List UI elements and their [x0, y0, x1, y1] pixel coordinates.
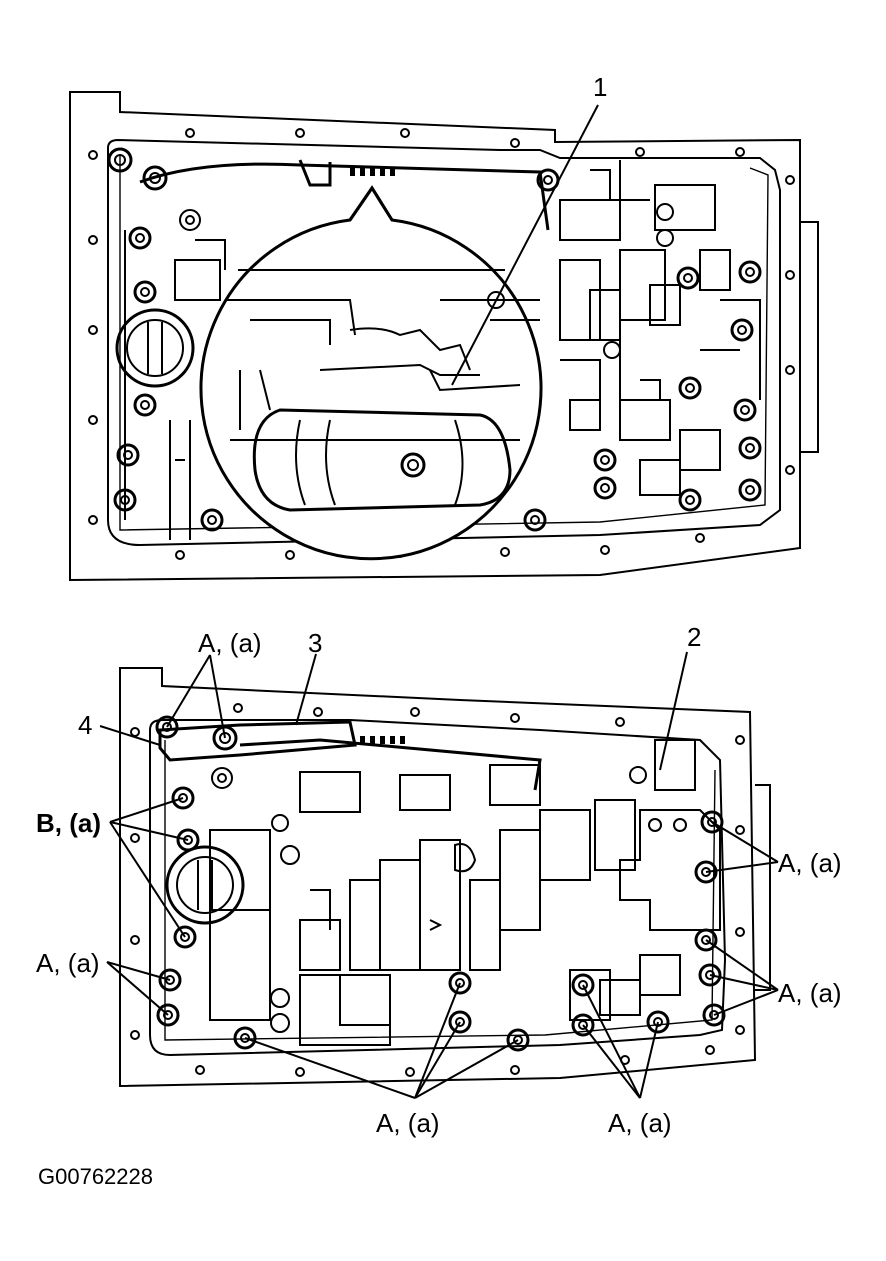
- bottom-harness: [239, 738, 542, 791]
- top-detail-callout: [199, 185, 543, 561]
- top-harness-clips: [350, 168, 395, 176]
- bolt-label-right-upper: A, (a): [778, 848, 842, 878]
- top-case-outline: [69, 91, 801, 582]
- callout-3: 3: [308, 628, 323, 658]
- bottom-left-ring: [165, 845, 245, 925]
- leader-2: [659, 651, 688, 771]
- top-valve-body: [107, 138, 781, 547]
- callout-1: 1: [593, 72, 608, 102]
- bolt-label-bottom-right: A, (a): [608, 1108, 672, 1138]
- callout-2: 2: [687, 622, 702, 652]
- bolt-label-right-lower: A, (a): [778, 978, 842, 1008]
- bottom-lock-plate: [158, 720, 357, 762]
- top-harness: [139, 162, 550, 231]
- leader-4: [99, 725, 161, 746]
- bottom-center-blocks: [209, 739, 721, 1046]
- bottom-case-outline: [119, 667, 757, 1088]
- top-view: [69, 91, 819, 582]
- top-perimeter-holes: [88, 128, 795, 560]
- figure-id: G00762228: [38, 1164, 153, 1189]
- leader-3: [295, 653, 317, 726]
- top-left-ring: [115, 308, 195, 388]
- leader-1: [451, 104, 599, 386]
- callout-4: 4: [78, 710, 93, 740]
- bottom-valve-body: [149, 719, 727, 1057]
- bottom-view: [99, 651, 779, 1099]
- bottom-harness-clips: [360, 736, 405, 744]
- bolt-label-left-lower: A, (a): [36, 948, 100, 978]
- bolt-label-bottom-center: A, (a): [376, 1108, 440, 1138]
- top-right-blocks: [559, 160, 761, 496]
- bolt-label-top-left: A, (a): [198, 628, 262, 658]
- bottom-bolts: [155, 715, 726, 1052]
- bolt-label-leaders: [106, 654, 779, 1099]
- bolt-label-b-left: B, (a): [36, 808, 101, 838]
